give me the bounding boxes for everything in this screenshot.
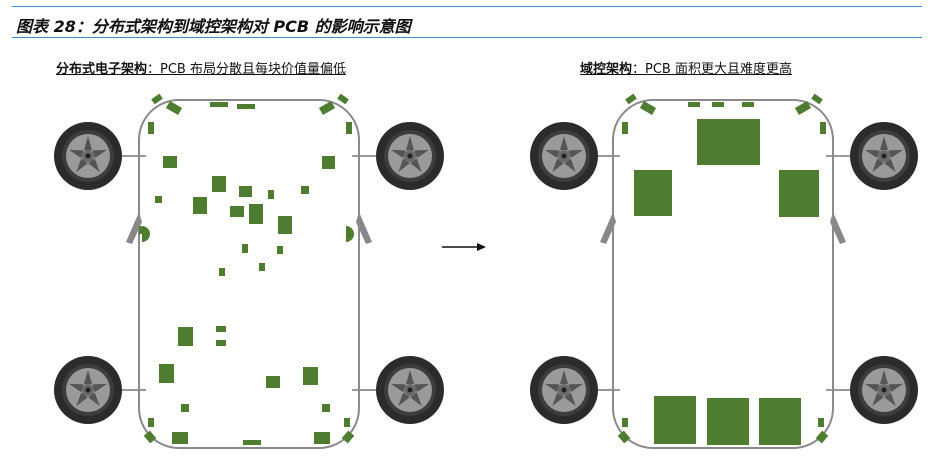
arrow-right-icon [442,243,486,251]
pcb-block [172,432,188,444]
wheel-icon [376,356,444,424]
right-panel-caption: 域控架构：PCB 面积更大且难度更高 [580,58,792,77]
pcb-block [337,93,349,105]
pcb-block [712,102,724,107]
wheel-icon [54,356,122,424]
left-car [54,93,444,449]
pcb-block [239,186,252,197]
pcb-block [151,93,163,105]
pcb-block [148,122,154,134]
pcb-block [622,418,628,427]
figure-title: 图表 28：分布式架构到域控架构对 PCB 的影响示意图 [16,17,411,36]
pcb-block [219,268,225,276]
pcb-block [639,101,657,115]
pcb-block [318,101,336,115]
pcb-block [242,244,248,253]
pcb-block [143,430,157,444]
pcb-block [688,102,700,107]
pcb-block [301,186,309,194]
pcb-block [622,122,628,134]
pcb-block [216,340,226,346]
pcb-block [811,93,823,105]
pcb-block [634,170,672,216]
pcb-block [278,216,292,234]
wheel-icon [376,122,444,190]
pcb-block [346,122,352,134]
pcb-block [237,104,255,109]
pcb-block [216,326,226,332]
pcb-block [654,396,696,444]
pcb-block [815,430,829,444]
pcb-block [346,226,354,242]
pcb-block [779,170,819,217]
pcb-block [243,440,261,445]
pcb-block [697,119,760,165]
pcb-block [159,364,174,383]
pcb-block [212,176,226,192]
wheel-icon [54,122,122,190]
pcb-block [818,418,824,427]
pcb-block [259,263,265,271]
pcb-block [742,102,754,107]
wheel-icon [850,122,918,190]
pcb-block [277,246,283,254]
wheel-icon [530,122,598,190]
pcb-block [230,206,244,217]
pcb-block [625,93,637,105]
right-caption-rest: ：PCB 面积更大且难度更高 [632,62,792,77]
pcb-block [193,197,207,214]
pcb-block [210,102,228,107]
pcb-block [165,101,183,115]
figure-header: 图表 28：分布式架构到域控架构对 PCB 的影响示意图 [12,6,922,38]
pcb-block [148,418,154,427]
wheel-icon [530,356,598,424]
right-car [530,93,918,449]
pcb-block [178,327,193,346]
left-pcb-group [139,93,355,445]
wheel-icon [850,356,918,424]
pcb-block [759,398,801,445]
pcb-block [155,196,162,203]
pcb-block [794,101,812,115]
pcb-block [344,418,350,427]
pcb-block [707,398,749,445]
right-caption-bold: 域控架构 [580,62,633,77]
pcb-block [617,430,631,444]
pcb-block [341,430,355,444]
pcb-block [249,204,263,224]
left-panel-caption: 分布式电子架构：PCB 布局分散且每块价值量偏低 [56,58,346,77]
pcb-block [268,190,274,199]
car-body-outline [138,99,360,449]
pcb-block [314,432,330,444]
pcb-block [820,122,826,134]
pcb-block [266,376,280,388]
pcb-block [322,404,330,412]
pcb-block [142,226,150,242]
pcb-block [181,404,189,412]
right-pcb-group [617,93,829,445]
left-caption-rest: ：PCB 布局分散且每块价值量偏低 [147,62,346,77]
pcb-block [163,156,177,168]
left-caption-bold: 分布式电子架构 [56,62,148,77]
car-body-outline [612,99,834,449]
pcb-block [322,156,335,169]
pcb-block [303,367,318,385]
